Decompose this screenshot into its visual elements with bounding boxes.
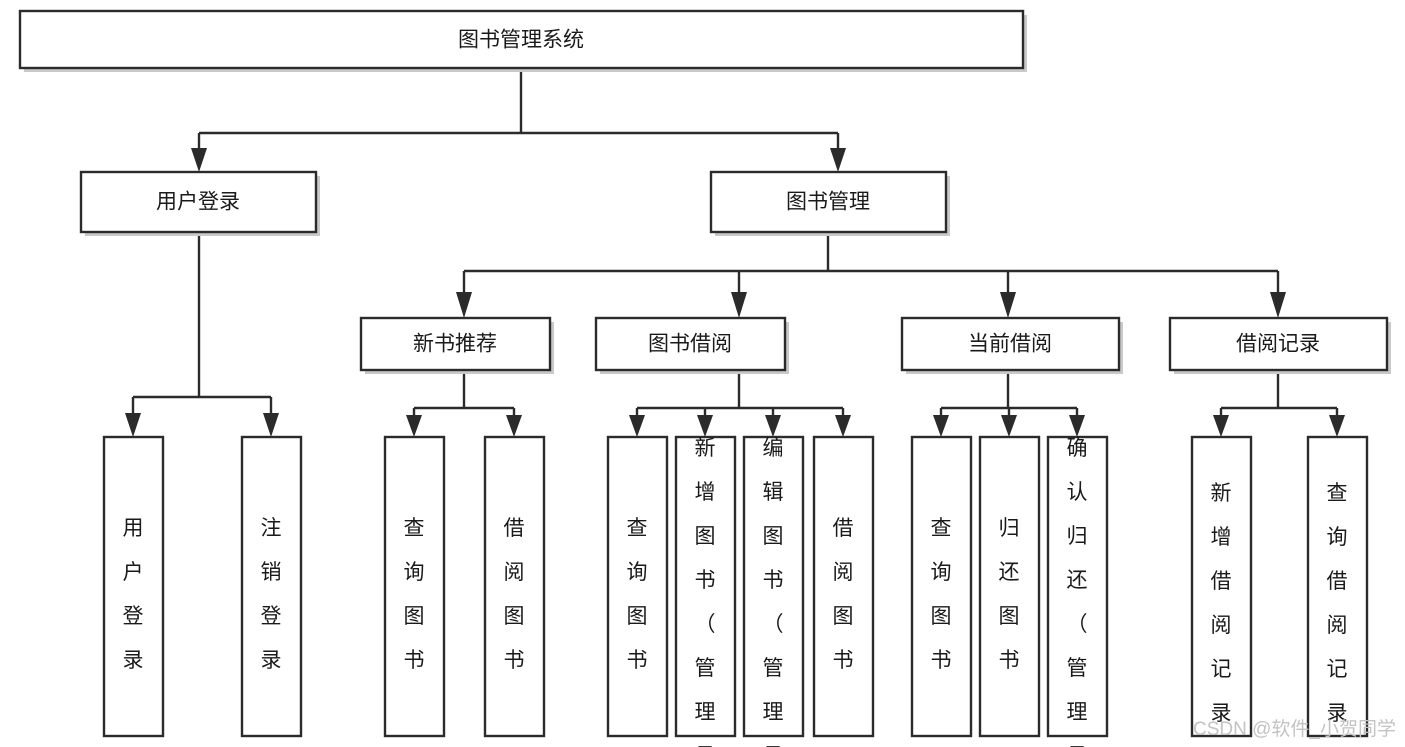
node-leaf-edit-book-box bbox=[742, 435, 805, 738]
node-leaf-add-book[interactable]: 新增图书（管理员） bbox=[674, 435, 737, 747]
node-book-manage-label: 图书管理 bbox=[786, 191, 870, 214]
node-book-borrow[interactable]: 图书借阅 bbox=[594, 316, 789, 374]
node-borrow-record[interactable]: 借阅记录 bbox=[1168, 316, 1391, 374]
node-leaf-add-record-label: 新增借阅记录 bbox=[1211, 482, 1232, 725]
node-leaf-user-login[interactable]: 用户登录 bbox=[102, 435, 165, 738]
node-leaf-return-book-box bbox=[978, 435, 1041, 738]
arrow-to-leaf-query-record bbox=[1329, 415, 1345, 437]
csdn-watermark: CSDN @软件_小贺同学 bbox=[1193, 718, 1396, 740]
node-leaf-query-book-1-label: 查询图书 bbox=[404, 517, 425, 672]
node-leaf-query-book-1-box bbox=[383, 435, 446, 738]
arrow-to-leaf-add-record bbox=[1213, 415, 1229, 437]
arrow-to-borrow-record bbox=[1270, 292, 1286, 318]
arrow-to-leaf-add-book bbox=[697, 415, 713, 437]
node-leaf-query-record[interactable]: 查询借阅记录 bbox=[1306, 435, 1369, 738]
node-user-login-label: 用户登录 bbox=[156, 191, 240, 214]
node-leaf-return-book-label: 归还图书 bbox=[999, 517, 1020, 672]
node-leaf-query-book-2[interactable]: 查询图书 bbox=[606, 435, 669, 738]
node-leaf-user-logout-box bbox=[240, 435, 303, 738]
arrow-to-book-manage bbox=[830, 148, 846, 172]
arrow-to-leaf-query-book-2 bbox=[629, 415, 645, 437]
arrow-to-leaf-borrow-book-1 bbox=[506, 415, 522, 437]
arrow-to-leaf-edit-book bbox=[765, 415, 781, 437]
node-leaf-query-book-3[interactable]: 查询图书 bbox=[910, 435, 973, 738]
arrow-to-new-book-rec bbox=[456, 292, 472, 318]
node-leaf-query-book-1[interactable]: 查询图书 bbox=[383, 435, 446, 738]
node-current-borrow-box bbox=[900, 316, 1121, 372]
arrow-to-leaf-borrow-book-2 bbox=[835, 415, 851, 437]
node-leaf-borrow-book-2[interactable]: 借阅图书 bbox=[812, 435, 875, 738]
node-leaf-confirm-return[interactable]: 确认归还（管理员） bbox=[1046, 435, 1109, 747]
node-leaf-add-record-box bbox=[1190, 435, 1253, 738]
node-new-book-rec-label: 新书推荐 bbox=[413, 333, 497, 356]
node-borrow-record-label: 借阅记录 bbox=[1236, 333, 1320, 356]
node-leaf-confirm-return-box bbox=[1046, 435, 1109, 738]
node-leaf-confirm-return-label: 确认归还（管理员） bbox=[1067, 437, 1088, 747]
arrow-to-current-borrow bbox=[1000, 292, 1016, 318]
node-current-borrow[interactable]: 当前借阅 bbox=[900, 316, 1123, 374]
node-leaf-borrow-book-1[interactable]: 借阅图书 bbox=[483, 435, 546, 738]
node-leaf-query-book-3-label: 查询图书 bbox=[931, 517, 952, 672]
node-book-manage-box bbox=[709, 170, 948, 234]
arrow-to-leaf-return-book bbox=[1001, 415, 1017, 437]
node-user-login-box bbox=[79, 170, 318, 234]
node-leaf-add-book-label: 新增图书（管理员） bbox=[695, 437, 716, 747]
node-borrow-record-box bbox=[1168, 316, 1389, 372]
arrow-to-leaf-user-login bbox=[125, 413, 141, 437]
node-leaf-user-logout-label: 注销登录 bbox=[261, 517, 282, 672]
arrow-to-book-borrow bbox=[731, 292, 747, 318]
node-leaf-borrow-book-1-box bbox=[483, 435, 546, 738]
node-current-borrow-label: 当前借阅 bbox=[968, 333, 1052, 356]
node-leaf-borrow-book-1-label: 借阅图书 bbox=[504, 517, 525, 672]
node-leaf-add-book-box bbox=[674, 435, 737, 738]
node-leaf-user-login-box bbox=[102, 435, 165, 738]
node-leaf-query-record-box bbox=[1306, 435, 1369, 738]
node-book-borrow-label: 图书借阅 bbox=[648, 333, 732, 356]
node-new-book-rec[interactable]: 新书推荐 bbox=[359, 316, 554, 374]
node-leaf-query-book-3-box bbox=[910, 435, 973, 738]
node-leaf-user-login-label: 用户登录 bbox=[123, 517, 144, 672]
node-leaf-query-book-2-box bbox=[606, 435, 669, 738]
connector-layer bbox=[125, 68, 1345, 437]
arrow-to-leaf-confirm-return bbox=[1069, 415, 1085, 437]
node-root-box bbox=[18, 9, 1025, 70]
node-leaf-add-record[interactable]: 新增借阅记录 bbox=[1190, 435, 1253, 738]
node-leaf-query-record-label: 查询借阅记录 bbox=[1327, 482, 1348, 725]
node-leaf-user-logout[interactable]: 注销登录 bbox=[240, 435, 303, 738]
node-leaf-edit-book[interactable]: 编辑图书（管理员） bbox=[742, 435, 805, 747]
node-new-book-rec-box bbox=[359, 316, 552, 372]
arrow-to-leaf-user-logout bbox=[263, 413, 279, 437]
node-leaf-query-book-2-label: 查询图书 bbox=[627, 517, 648, 672]
node-root-label: 图书管理系统 bbox=[458, 29, 584, 52]
node-leaf-borrow-book-2-label: 借阅图书 bbox=[833, 517, 854, 672]
node-root[interactable]: 图书管理系统 bbox=[18, 9, 1027, 72]
arrow-to-leaf-query-book-1 bbox=[406, 415, 422, 437]
node-leaf-edit-book-label: 编辑图书（管理员） bbox=[763, 437, 784, 747]
node-book-manage[interactable]: 图书管理 bbox=[709, 170, 950, 236]
arrow-to-leaf-query-book-3 bbox=[933, 415, 949, 437]
node-leaf-return-book[interactable]: 归还图书 bbox=[978, 435, 1041, 738]
arrow-to-user-login bbox=[191, 148, 207, 172]
node-leaf-borrow-book-2-box bbox=[812, 435, 875, 738]
node-book-borrow-box bbox=[594, 316, 787, 372]
node-user-login[interactable]: 用户登录 bbox=[79, 170, 320, 236]
